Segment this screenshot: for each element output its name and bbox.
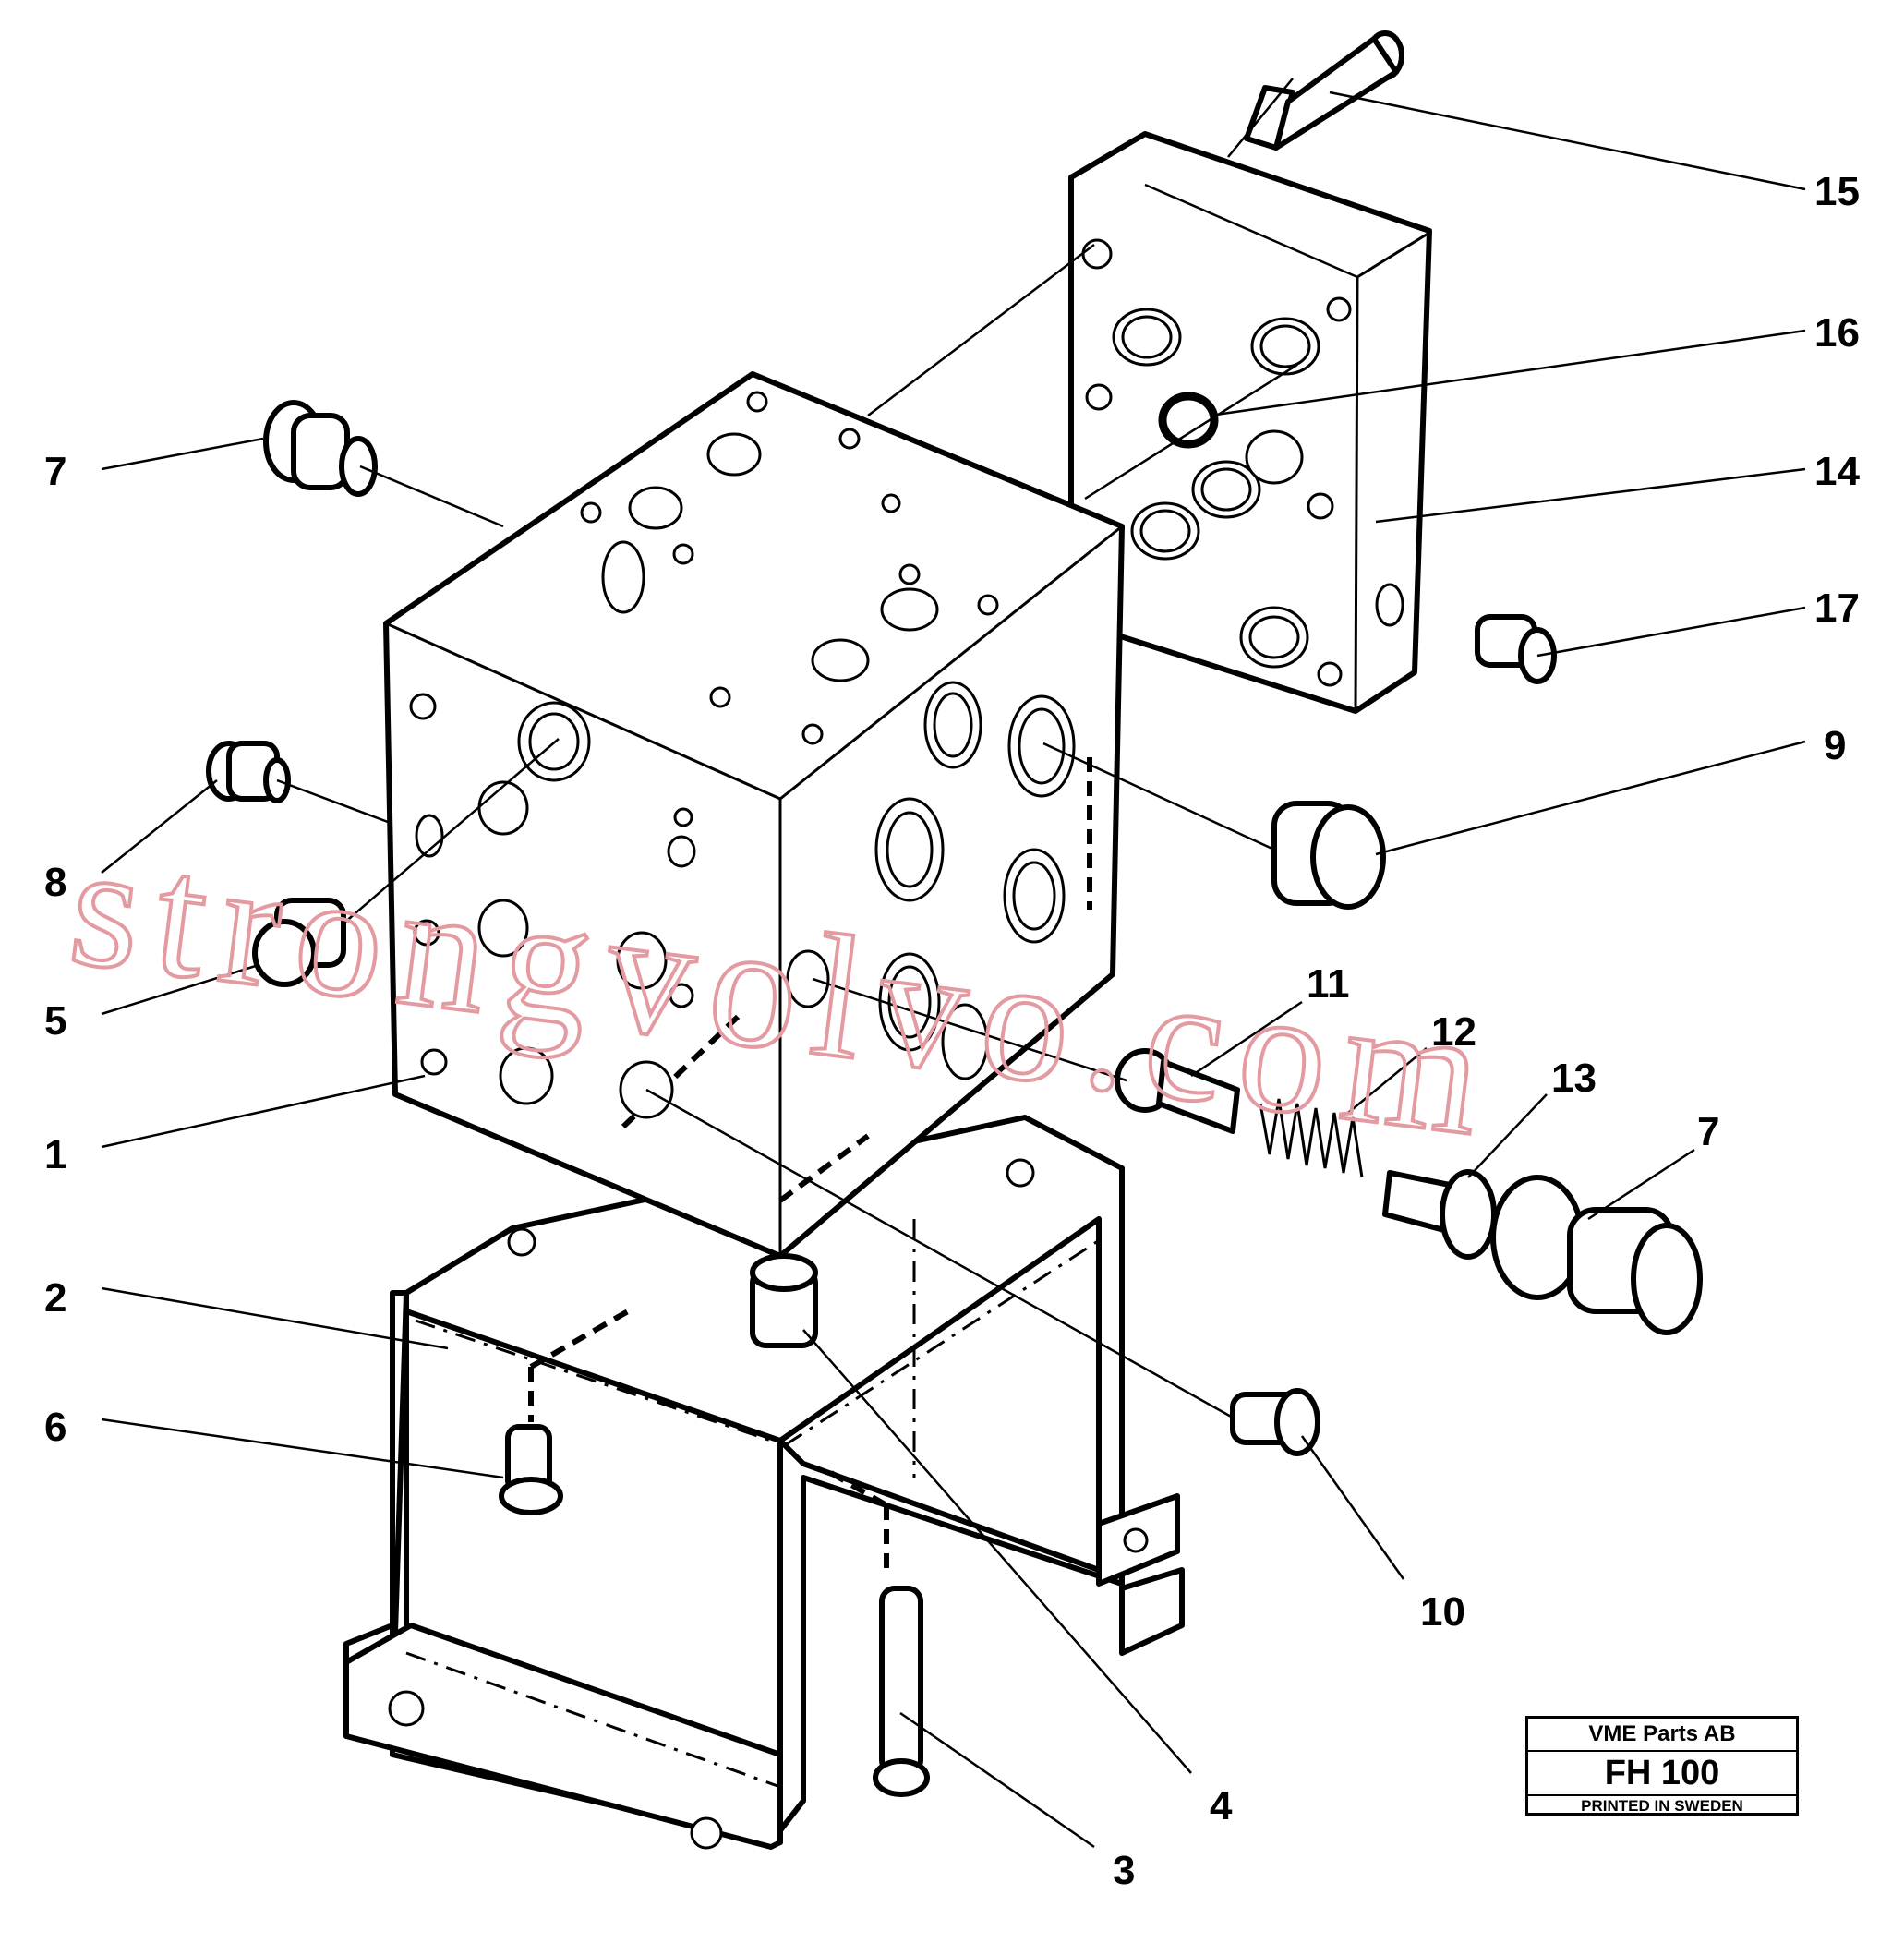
o-ring [1158, 392, 1219, 449]
callout-1: 1 [44, 1132, 66, 1177]
callout-13: 13 [1551, 1056, 1597, 1101]
sleeve-4 [750, 1253, 818, 1348]
plug-8 [206, 741, 291, 803]
title-block-company: VME Parts AB [1528, 1719, 1796, 1752]
callout-10: 10 [1420, 1589, 1465, 1635]
callout-14: 14 [1814, 449, 1860, 494]
plug-7-bottom [1490, 1175, 1703, 1335]
callout-16: 16 [1814, 310, 1860, 356]
plug-17 [1475, 614, 1557, 684]
callout-3: 3 [1113, 1848, 1135, 1893]
callout-8: 8 [44, 860, 66, 905]
plug-7-top [263, 400, 378, 497]
screw-6 [499, 1424, 563, 1515]
callout-9: 9 [1824, 723, 1846, 768]
callout-7-bottom: 7 [1697, 1109, 1719, 1154]
mounting-bracket [343, 1115, 1185, 1850]
callout-labels: 15 16 14 17 9 7 8 5 1 11 12 13 7 2 6 10 … [44, 169, 1860, 1893]
callout-7-top: 7 [44, 449, 66, 494]
spring-12 [1259, 1098, 1364, 1178]
plug-9 [1271, 801, 1386, 910]
title-block-note: PRINTED IN SWEDEN [1581, 1797, 1743, 1815]
plug-10 [1230, 1388, 1320, 1456]
plug-5 [252, 898, 346, 987]
callout-4: 4 [1210, 1783, 1233, 1828]
callout-11: 11 [1307, 961, 1350, 1007]
callout-5: 5 [44, 998, 66, 1044]
valve-11 [1115, 1048, 1240, 1134]
leader-lines [101, 78, 1806, 1849]
callout-2: 2 [44, 1275, 66, 1321]
rear-valve-plate [1068, 131, 1432, 714]
title-block-code: FH 100 [1528, 1752, 1796, 1796]
callout-6: 6 [44, 1405, 66, 1450]
screw-15 [1244, 30, 1404, 151]
callout-17: 17 [1814, 585, 1860, 631]
callout-12: 12 [1431, 1009, 1476, 1055]
callout-15: 15 [1814, 169, 1860, 214]
title-block: VME Parts AB FH 100 PRINTED IN SWEDEN [1525, 1716, 1799, 1816]
bolt-3 [873, 1586, 930, 1797]
piston-13 [1382, 1169, 1497, 1260]
